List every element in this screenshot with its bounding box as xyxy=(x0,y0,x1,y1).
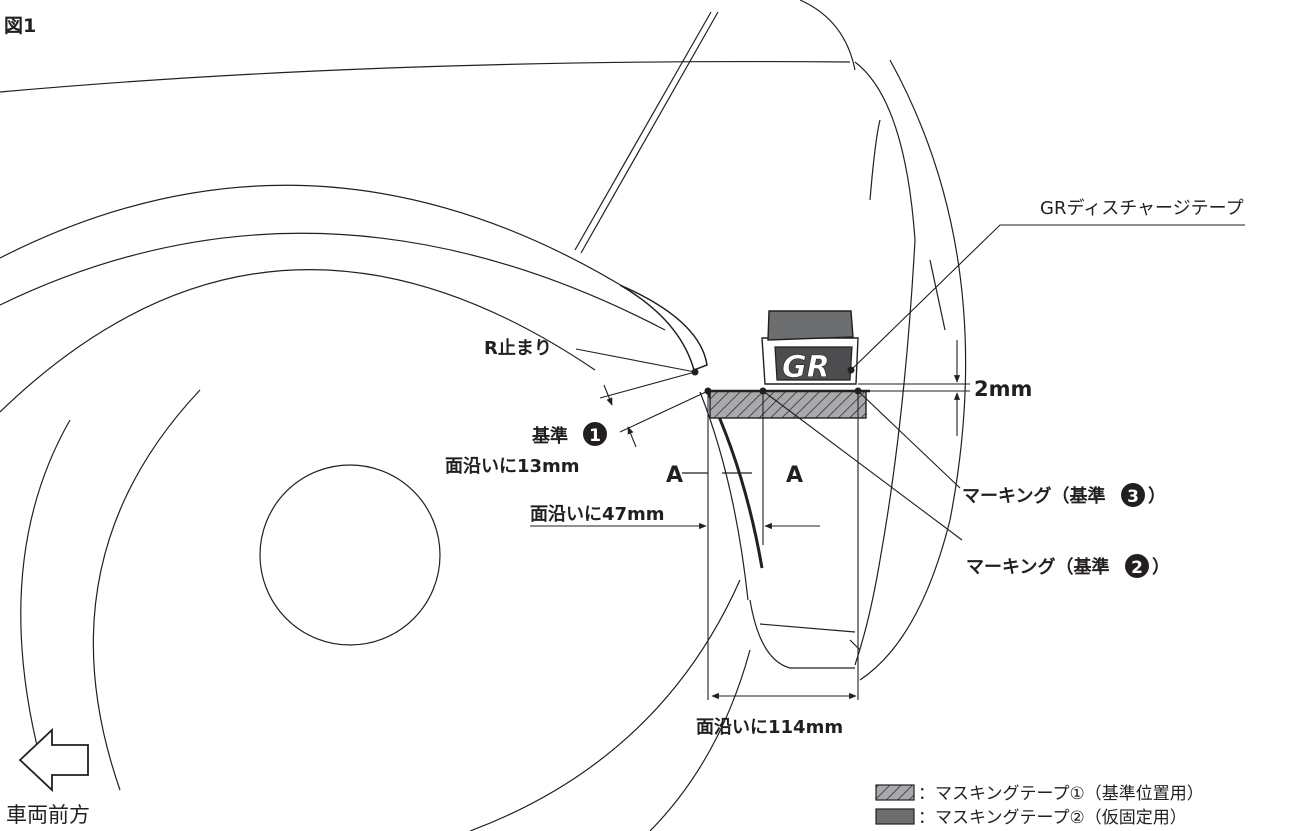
gr-discharge-tape: GR xyxy=(761,310,859,385)
fender-inner xyxy=(699,391,749,601)
reference-1-badge xyxy=(583,422,607,446)
label-114mm: 面沿いに114mm xyxy=(696,717,843,738)
gr-logo: GR xyxy=(782,350,830,385)
marking-ref3-label: マーキング（基準 xyxy=(962,485,1105,507)
marking-ref2-label: マーキング（基準 xyxy=(966,556,1109,578)
wheel-arch xyxy=(0,184,751,831)
masking-tape-1 xyxy=(709,390,867,419)
pillar-lines xyxy=(574,11,719,254)
reference-1-label: 基準 xyxy=(531,425,568,447)
ref3-badge xyxy=(1121,483,1145,507)
legend-masking-tape-2: ：マスキングテープ②（仮固定用） xyxy=(918,808,1187,828)
label-47mm: 面沿いに47mm xyxy=(530,504,665,525)
r-stop-wedge xyxy=(619,284,708,371)
legend: ：マスキングテープ①（基準位置用） ：マスキングテープ②（仮固定用） xyxy=(875,784,1204,828)
figure-label: 図1 xyxy=(4,15,36,37)
dim-47mm xyxy=(530,391,820,700)
legend-swatch-grey xyxy=(875,808,915,825)
ref2-badge xyxy=(1125,554,1149,578)
legend-swatch-hatched xyxy=(875,784,915,801)
marking-ref2-close: ） xyxy=(1152,557,1170,578)
label-13mm: 面沿いに13mm xyxy=(445,456,580,477)
ref3-number: 3 xyxy=(1127,487,1139,507)
ref2-number: 2 xyxy=(1131,558,1143,578)
dim-13mm xyxy=(599,371,709,448)
vehicle-front-arrow-icon xyxy=(18,727,89,793)
dim-114mm xyxy=(711,391,859,700)
section-a-right: A xyxy=(786,463,803,488)
section-a-left: A xyxy=(666,463,683,488)
legend-masking-tape-1: ：マスキングテープ①（基準位置用） xyxy=(918,784,1204,804)
car-body-outline xyxy=(0,0,967,681)
reference-1-number: 1 xyxy=(589,426,601,446)
label-2mm: 2mm xyxy=(974,377,1032,401)
vehicle-front-label: 車両前方 xyxy=(6,803,90,827)
leader-lines xyxy=(575,224,1245,541)
gr-tape-label: GRディスチャージテープ xyxy=(1040,198,1244,219)
r-stop-label: R止まり xyxy=(484,337,552,359)
dim-2mm xyxy=(858,340,970,436)
marking-ref3-close: ） xyxy=(1148,486,1166,507)
